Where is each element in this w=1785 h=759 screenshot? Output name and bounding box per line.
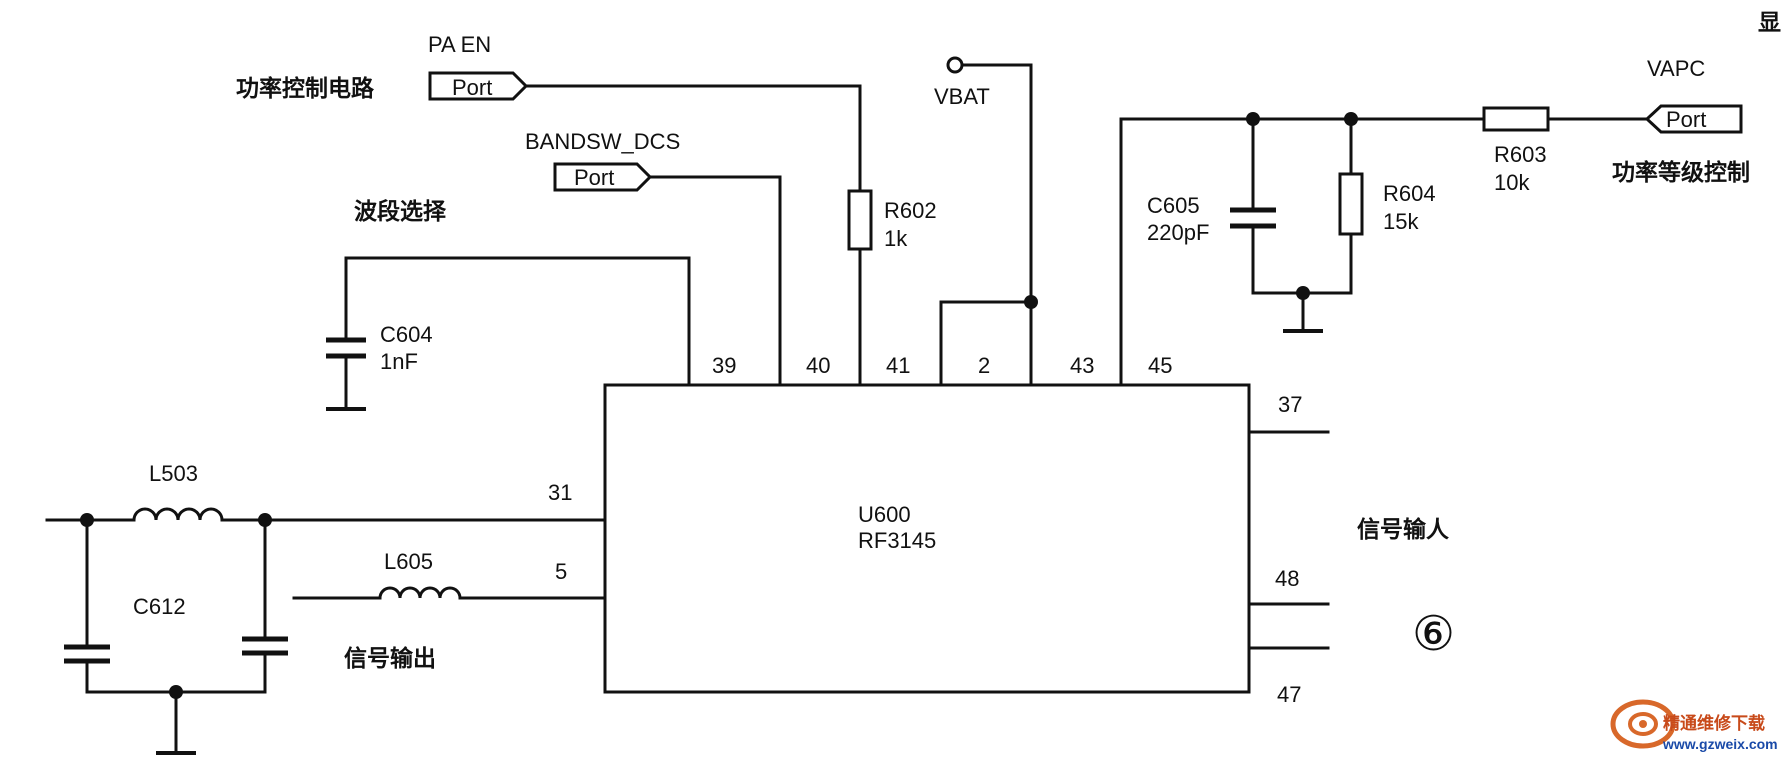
pin-5-label: 5 [555,559,567,584]
l503-coil-icon [132,507,224,522]
c612-ref: C612 [133,594,186,619]
signal-out-label: 信号输出 [344,645,436,672]
pa-en-wire [524,84,862,193]
vapc-desc: 功率等级控制 [1612,159,1750,186]
pin-31-label: 31 [548,480,572,505]
watermark-name: 精通维修下载 [1663,713,1765,734]
watermark-url: www.gzweix.com [1662,736,1778,752]
pin-37-label: 37 [1278,392,1302,417]
r603-body [1482,106,1550,132]
watermark-center-dot [1639,720,1647,728]
vbat-label: VBAT [934,84,990,109]
watermark-ring-icon [1610,699,1676,749]
watermark-inner-ring-icon [1628,712,1658,736]
l605-coil-icon [378,586,462,600]
pin-47-label: 47 [1277,682,1301,707]
corner-mark: 显 [1758,10,1781,36]
bandsw-port-name: BANDSW_DCS [525,129,680,154]
pin-45-label: 45 [1148,353,1172,378]
pa-en-port-flag [428,71,529,101]
pin-2-wire [939,300,1033,387]
ic-part: RF3145 [858,528,936,553]
pin-39-wire [344,256,691,387]
pin-40-wire [648,175,782,387]
vapc-port-tag: Port [1666,107,1706,132]
pa-en-port-tag: Port [452,75,492,100]
pin-41-label: 41 [886,353,910,378]
pin-40-label: 40 [806,353,830,378]
ic-u600-body [603,383,1251,694]
vbat-junction-dot [1024,295,1038,309]
r604-ref: R604 [1383,181,1436,206]
ic-ref: U600 [858,502,911,527]
bandsw-desc: 波段选择 [354,198,447,225]
c605-lead-bottom [1251,226,1353,295]
r602-value: 1k [884,226,908,251]
watermark-logo [1610,699,1676,749]
pa-en-port-name: PA EN [428,32,491,57]
bandsw-port-tag: Port [574,165,614,190]
signal-in-label: 信号输人 [1357,516,1450,543]
c604-ref: C604 [380,322,433,347]
c605-value: 220pF [1147,220,1209,245]
pa-en-desc: 功率控制电路 [236,75,375,102]
bandsw-port-flag [553,162,653,192]
pin-45-wire [1119,117,1486,387]
r604-body [1338,172,1364,236]
c612-bottom-wire [85,661,267,694]
r604-value: 15k [1383,209,1419,234]
c605-ref: C605 [1147,193,1200,218]
l503-ref: L503 [149,461,198,486]
pin-48-label: 48 [1275,566,1299,591]
r602-body [847,189,873,251]
r602-ref: R602 [884,198,937,223]
vapc-port-name: VAPC [1647,56,1705,81]
c604-value: 1nF [380,349,418,374]
vbat-wire [960,63,1033,387]
r603-value: 10k [1494,170,1530,195]
pin-39-label: 39 [712,353,736,378]
vbat-terminal-icon [946,56,964,74]
pin-2-label: 2 [978,353,990,378]
pin-43-label: 43 [1070,353,1094,378]
r603-ref: R603 [1494,142,1547,167]
l605-ref: L605 [384,549,433,574]
figure-number: ⑥ [1412,608,1455,661]
vapc-port-flag [1644,104,1743,134]
